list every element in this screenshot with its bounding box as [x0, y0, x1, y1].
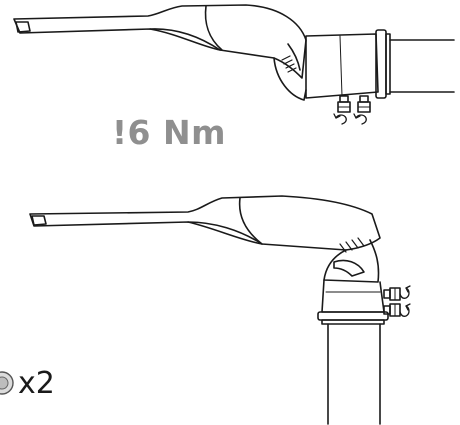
quantity-label: x2: [18, 366, 55, 401]
luminaire-post-top: [29, 195, 411, 425]
luminaire-side-entry: [13, 4, 455, 125]
bolt-pair-top: [337, 95, 371, 113]
tighten-arrows-side: [399, 285, 411, 317]
tighten-arrows-top: [333, 113, 367, 125]
bolt-pair-side: [383, 287, 401, 317]
bolt-head-icon: [0, 371, 14, 395]
torque-label: !6 Nm: [112, 113, 227, 152]
